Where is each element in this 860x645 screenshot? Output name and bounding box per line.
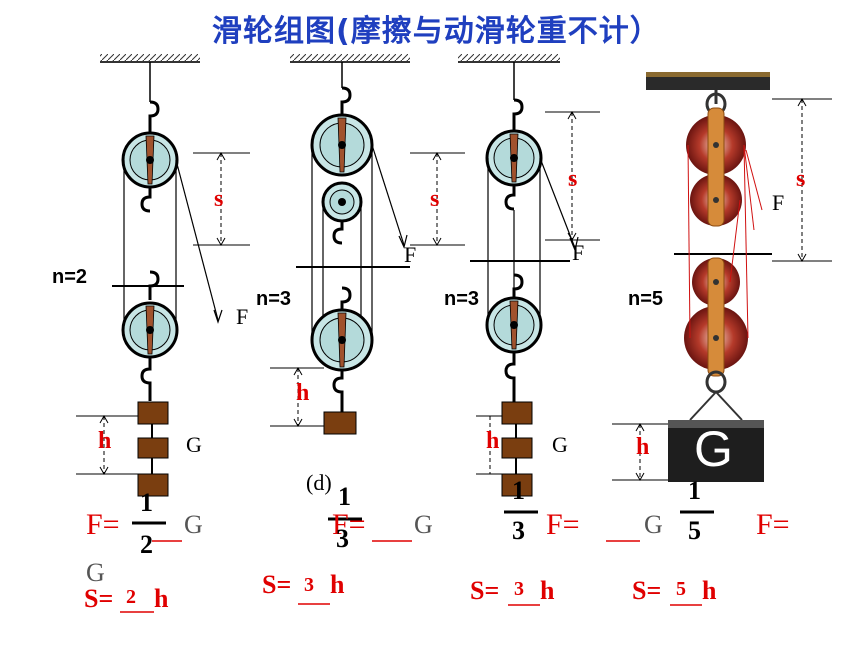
fraction-denominator: 2 [140,530,153,559]
distance-equation-prefix: S= [262,570,292,599]
distance-equation-prefix: S= [632,576,662,605]
distance-equation-prefix: S= [84,584,114,613]
h-label: h [636,434,650,460]
h-label: h [296,380,310,406]
weight-block [501,473,533,497]
rope-count-label: n=3 [444,288,480,310]
movable-pulley [121,301,179,359]
force-label: F [404,242,417,267]
panel-3 [458,54,600,514]
force-label: F [772,190,785,215]
h-label: h [486,428,500,454]
distance-equation-suffix: h [330,570,345,599]
fraction-denominator: 3 [512,516,525,545]
weight-block [323,411,357,435]
fraction-numerator: 1 [512,476,525,505]
distance-equation-value: 3 [514,578,524,600]
distance-equation-value: 3 [304,574,314,596]
force-equation: F= [756,508,790,541]
weight-block [137,473,169,497]
distance-equation-value: 2 [126,586,136,608]
distance-equation-value: 5 [676,578,686,600]
force-equation-tail: G [644,510,663,539]
force-equation-wrap: G [86,558,105,587]
fraction-numerator: 1 [688,476,701,505]
weight-block [137,401,169,425]
force-equation-tail: G [414,510,433,539]
distance-equation-suffix: h [154,584,169,613]
distance-equation-prefix: S= [470,576,500,605]
force-equation: F= [86,508,120,541]
weight-block [137,437,169,459]
weight-block [501,401,533,425]
s-label: s [568,166,578,192]
fraction-denominator: 3 [336,524,349,553]
distance-equation-suffix: h [702,576,717,605]
h-label: h [98,428,112,454]
s-label: s [214,186,224,212]
force-equation-tail: G [184,510,203,539]
s-label: s [796,166,806,192]
page-title: 滑轮组图(摩擦与动滑轮重不计） [212,14,661,49]
fixed-pulley [121,131,179,189]
weight-label: G [186,432,202,457]
weight-block [501,437,533,459]
rope-count-label: n=2 [52,266,88,288]
rope-count-label: n=5 [628,288,664,310]
fraction-numerator: 1 [140,488,153,517]
force-label: F [236,304,249,329]
rope-count-label: n=3 [256,288,292,310]
panel-1 [76,54,250,525]
weight-label: G [552,432,568,457]
force-equation: F= [546,508,580,541]
panel-2 [270,54,465,521]
force-label: F [572,240,585,265]
force-equation: F= [332,508,366,541]
panel-4 [612,72,832,514]
distance-equation-suffix: h [540,576,555,605]
fraction-numerator: 1 [338,482,351,511]
weight-block-label: G [694,421,733,477]
s-label: s [430,186,440,212]
fraction-denominator: 5 [688,516,701,545]
figure-label: (d) [306,470,332,495]
